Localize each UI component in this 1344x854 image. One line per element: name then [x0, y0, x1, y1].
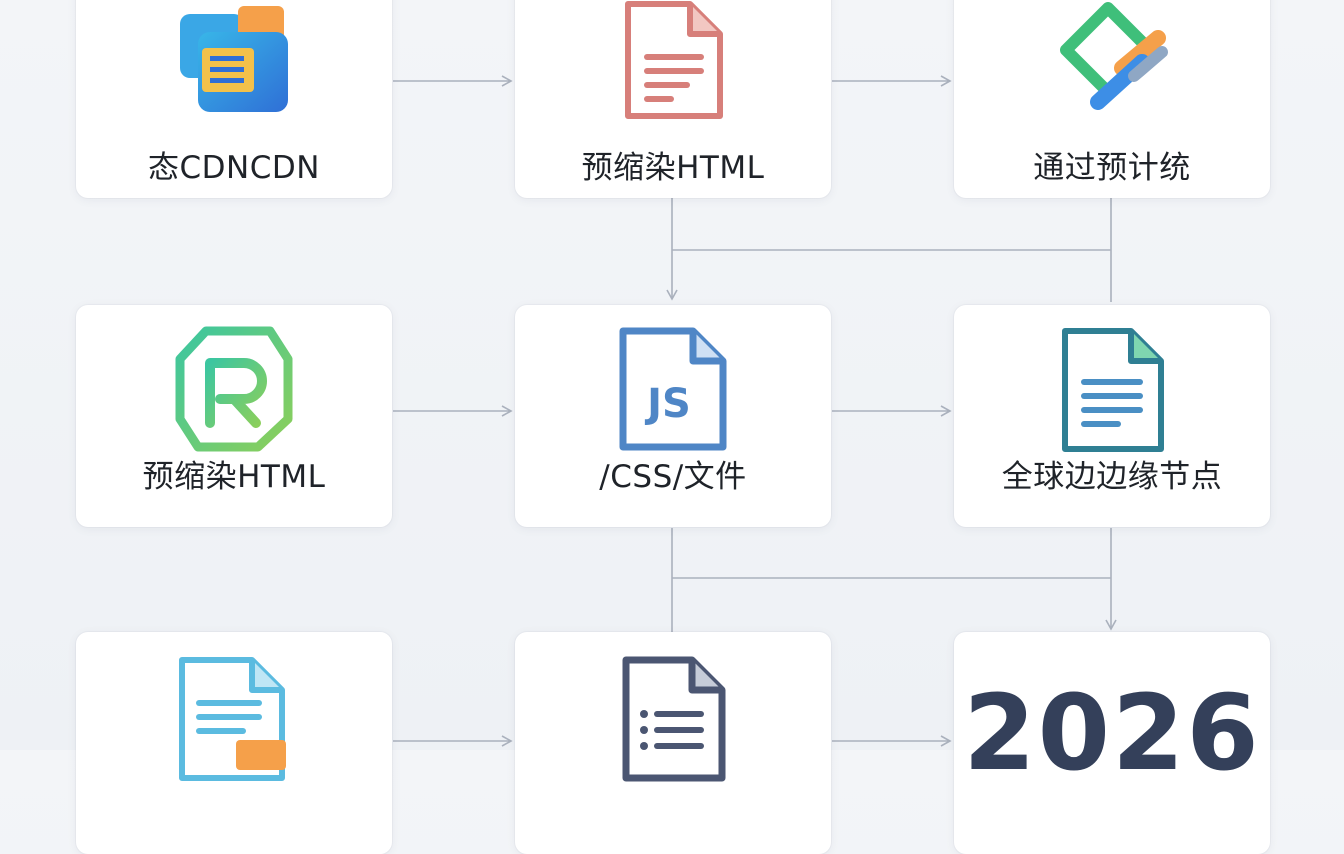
- year-text: 2026: [963, 672, 1261, 794]
- node-label: 通过预计统: [1033, 150, 1191, 186]
- node-precompute[interactable]: 通过预计统: [954, 0, 1270, 198]
- node-year[interactable]: 2026: [954, 632, 1270, 854]
- doc-badge-icon: [179, 657, 286, 781]
- node-label: 预缩染HTML: [581, 150, 765, 186]
- node-label: 预缩染HTML: [142, 459, 326, 495]
- node-label: 全球边边缘节点: [1001, 459, 1223, 495]
- html-doc-icon: [625, 1, 723, 119]
- js-icon-text: JS: [644, 381, 691, 427]
- node-prerender-html-2[interactable]: 预缩染HTML: [76, 305, 392, 527]
- node-cdn[interactable]: 态CDNCDN: [76, 0, 392, 198]
- node-label: /CSS/文件: [599, 459, 747, 495]
- node-doc-badge[interactable]: [76, 632, 392, 854]
- chain-link-icon: [1060, 2, 1168, 110]
- node-label: 态CDNCDN: [148, 150, 320, 186]
- doc-lines-icon: [1062, 328, 1164, 452]
- node-prerender-html[interactable]: 预缩染HTML: [515, 0, 831, 198]
- cdn-box-icon: [180, 6, 288, 112]
- js-file-icon: JS: [619, 327, 727, 451]
- node-dark-doc[interactable]: [515, 632, 831, 854]
- dark-doc-icon: [622, 656, 726, 782]
- r-shield-icon: [175, 326, 293, 452]
- node-js-css-files[interactable]: JS /CSS/文件: [515, 305, 831, 527]
- node-edge-nodes[interactable]: 全球边边缘节点: [954, 305, 1270, 527]
